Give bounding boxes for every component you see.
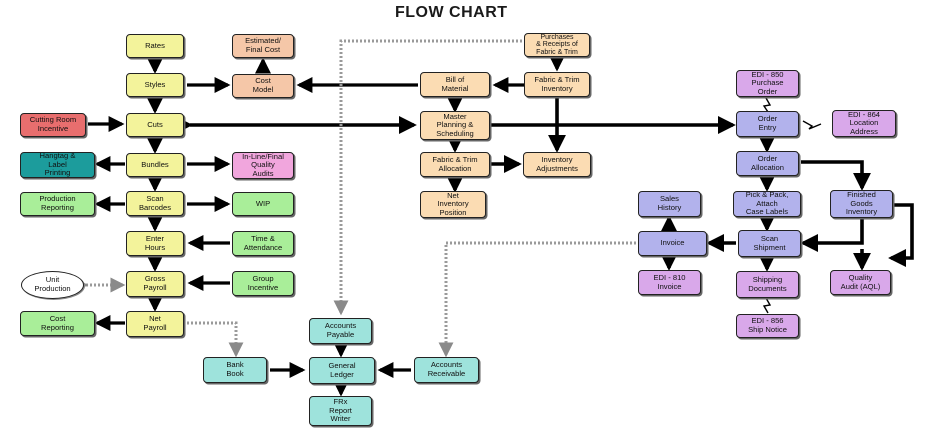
node-accounts-receivable: Accounts Receivable — [414, 357, 479, 383]
arrow-allocation-finished-goods — [801, 160, 871, 191]
page-title: FLOW CHART — [395, 4, 508, 21]
node-accounts-payable: Accounts Payable — [309, 318, 372, 344]
node-shipping-documents: Shipping Documents — [736, 271, 799, 298]
node-scan-barcodes: Scan Barcodes — [126, 191, 184, 216]
arrow-finished-goods-quality-audit — [888, 203, 914, 267]
node-frx-report-writer: FRx Report Writer — [309, 396, 372, 426]
node-fabric-trim-inventory: Fabric & Trim Inventory — [524, 72, 590, 97]
node-bank-book: Bank Book — [203, 357, 267, 383]
node-inventory-adjustments: Inventory Adjustments — [523, 152, 591, 177]
node-time-attendance: Time & Attendance — [232, 231, 294, 256]
node-edi-864-location-address: EDI - 864 Location Address — [832, 110, 896, 137]
node-net-inventory-position: Net Inventory Position — [420, 191, 486, 218]
node-net-payroll: Net Payroll — [126, 311, 184, 337]
node-order-entry: Order Entry — [736, 111, 799, 137]
node-edi-850-purchase-order: EDI - 850 Purchase Order — [736, 70, 799, 97]
node-production-reporting: Production Reporting — [20, 192, 95, 216]
dotted-link-purchases-accounts-payable — [333, 39, 522, 316]
dotted-link-net-payroll-bank-book — [187, 321, 244, 358]
node-purchases-receipts: Purchases & Receipts of Fabric & Trim — [524, 33, 590, 57]
node-bundles: Bundles — [126, 153, 184, 177]
node-unit-production: Unit Production — [21, 271, 84, 299]
node-general-ledger: General Ledger — [309, 357, 375, 384]
node-estimated-final-cost: Estimated/ Final Cost — [232, 34, 294, 58]
node-cutting-room-incentive: Cutting Room Incentive — [20, 113, 86, 137]
node-pick-pack-attach-case-labels: Pick & Pack, Attach Case Labels — [733, 191, 801, 217]
node-group-incentive: Group Incentive — [232, 271, 294, 296]
node-finished-goods-inventory: Finished Goods Inventory — [830, 190, 893, 218]
node-wip: WIP — [232, 192, 294, 216]
arrow-finished-goods-scan-shipment — [800, 218, 864, 252]
node-cost-reporting: Cost Reporting — [20, 311, 95, 336]
node-edi-810-invoice: EDI - 810 Invoice — [638, 270, 701, 295]
node-fabric-trim-allocation: Fabric & Trim Allocation — [420, 152, 490, 177]
node-hangtag-label-printing: Hangtag & Label Printing — [20, 152, 95, 178]
edi-864-bolt-icon — [802, 120, 822, 130]
node-enter-hours: Enter Hours — [126, 231, 184, 256]
edi-856-bolt-icon — [762, 297, 772, 314]
node-cuts: Cuts — [126, 113, 184, 137]
edi-850-bolt-icon — [762, 97, 772, 113]
node-edi-856-ship-notice: EDI - 856 Ship Notice — [736, 314, 799, 338]
node-quality-audit-aql: Quality Audit (AQL) — [830, 270, 891, 295]
node-styles: Styles — [126, 73, 184, 97]
node-order-allocation: Order Allocation — [736, 151, 799, 176]
node-scan-shipment: Scan Shipment — [738, 230, 801, 257]
node-gross-payroll: Gross Payroll — [126, 271, 184, 297]
node-inline-final-quality-audits: In-Line/Final Quality Audits — [232, 152, 294, 179]
node-rates: Rates — [126, 34, 184, 58]
node-invoice: Invoice — [638, 231, 707, 256]
dotted-link-invoice-receivable — [438, 241, 636, 358]
node-master-planning-scheduling: Master Planning & Scheduling — [420, 111, 490, 140]
node-sales-history: Sales History — [638, 191, 701, 217]
node-bill-of-material: Bill of Material — [420, 72, 490, 97]
node-cost-model: Cost Model — [232, 74, 294, 98]
